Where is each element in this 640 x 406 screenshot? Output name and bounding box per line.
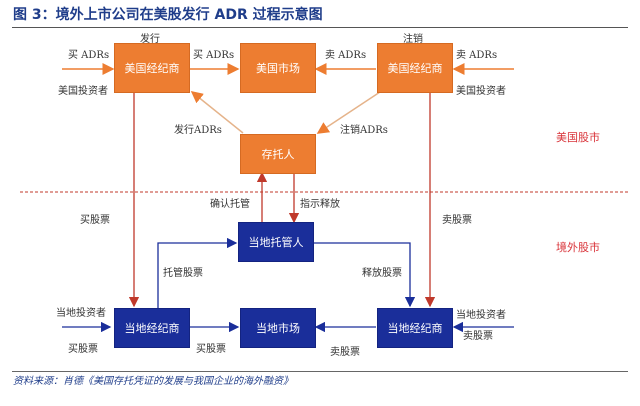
label-confirm-custody: 确认托管 xyxy=(210,199,250,210)
label-instruct-release: 指示释放 xyxy=(300,199,340,210)
label-release-shares: 释放股票 xyxy=(362,268,402,279)
arrow-depositary-to-broker-left xyxy=(190,91,244,134)
local-broker-left-node: 当地经纪商 xyxy=(114,308,190,348)
local-custodian-node: 当地托管人 xyxy=(238,222,314,262)
arrow-broker-right-to-depositary xyxy=(316,91,381,134)
label-buy-shares-bottom-left: 买股票 xyxy=(68,344,98,355)
label-cancel-adrs: 注销ADRs xyxy=(340,125,388,136)
label-cancel: 注销 xyxy=(403,34,423,45)
local-market-node: 当地市场 xyxy=(240,308,316,348)
label-local-investor-right: 当地投资者 xyxy=(456,310,506,321)
source-note: 资料来源：肖德《美国存托凭证的发展与我国企业的海外融资》 xyxy=(13,376,293,387)
title-rule xyxy=(12,27,628,28)
figure-title: 图 3：境外上市公司在美股发行 ADR 过程示意图 xyxy=(13,7,323,23)
label-local-investor-left: 当地投资者 xyxy=(56,308,106,319)
label-us-investor-right: 美国投资者 xyxy=(456,86,506,97)
us-market-region-label: 美国股市 xyxy=(556,131,600,144)
label-sell-adrs-1: 卖 ADRs xyxy=(325,50,367,61)
arrow-custodian-to-broker-right xyxy=(313,242,416,308)
foreign-market-region-label: 境外股市 xyxy=(556,241,600,254)
us-broker-left-node: 美国经纪商 xyxy=(114,43,190,93)
label-buy-adrs-1: 买 ADRs xyxy=(68,50,110,61)
label-sell-shares-right: 卖股票 xyxy=(442,215,472,226)
label-buy-adrs-2: 买 ADRs xyxy=(193,50,235,61)
depositary-node: 存托人 xyxy=(240,134,316,174)
arrow-broker-to-custodian xyxy=(157,237,238,308)
label-custody-shares: 托管股票 xyxy=(163,268,203,279)
label-issue: 发行 xyxy=(140,34,160,45)
label-us-investor-left: 美国投资者 xyxy=(58,86,108,97)
local-broker-right-node: 当地经纪商 xyxy=(377,308,453,348)
label-buy-shares-left: 买股票 xyxy=(80,215,110,226)
label-sell-shares-bottom-right: 卖股票 xyxy=(463,331,493,342)
label-buy-shares-bottom-mid: 买股票 xyxy=(196,344,226,355)
label-sell-adrs-2: 卖 ADRs xyxy=(456,50,498,61)
label-issue-adrs: 发行ADRs xyxy=(174,125,222,136)
source-rule xyxy=(12,371,628,372)
us-broker-right-node: 美国经纪商 xyxy=(377,43,453,93)
label-sell-shares-bottom-mid: 卖股票 xyxy=(330,347,360,358)
us-market-node: 美国市场 xyxy=(240,43,316,93)
